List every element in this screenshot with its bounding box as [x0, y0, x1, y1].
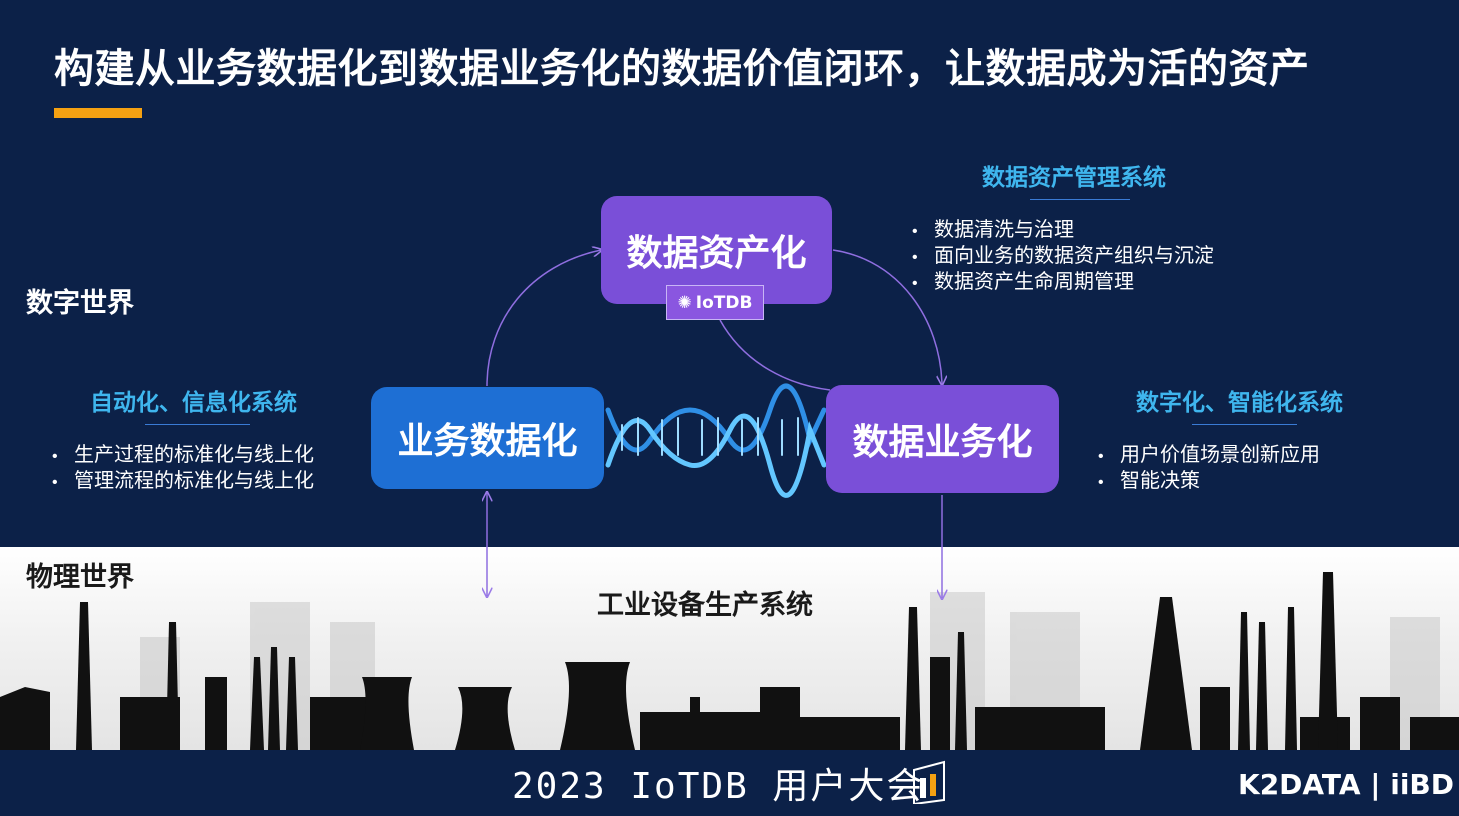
list-item: 数据资产生命周期管理	[912, 270, 1214, 296]
digital-world-label: 数字世界	[26, 288, 134, 318]
asset-system-list: 数据清洗与治理 面向业务的数据资产组织与沉淀 数据资产生命周期管理	[912, 218, 1214, 296]
automation-system-list: 生产过程的标准化与线上化 管理流程的标准化与线上化	[52, 443, 314, 495]
asset-system-rule	[1030, 199, 1130, 200]
arrow-asset-to-data	[832, 249, 942, 384]
business-datafication-node: 业务数据化	[371, 387, 604, 489]
physical-world-area	[0, 547, 1459, 750]
factory-system-label: 工业设备生产系统	[597, 590, 813, 620]
intelligent-system-rule	[1192, 424, 1297, 425]
iotdb-badge: ✺ IoTDB	[666, 285, 764, 320]
intelligent-system-list: 用户价值场景创新应用 智能决策	[1098, 443, 1320, 495]
list-item: 管理流程的标准化与线上化	[52, 469, 314, 495]
page-title: 构建从业务数据化到数据业务化的数据价值闭环，让数据成为活的资产	[54, 47, 1310, 91]
list-item: 智能决策	[1098, 469, 1320, 495]
list-item: 用户价值场景创新应用	[1098, 443, 1320, 469]
factory-skyline-icon	[0, 572, 1459, 750]
physical-world-label: 物理世界	[26, 562, 134, 592]
list-item: 数据清洗与治理	[912, 218, 1214, 244]
data-businessization-node: 数据业务化	[826, 385, 1059, 493]
iotdb-star-icon: ✺	[677, 292, 692, 313]
list-item: 生产过程的标准化与线上化	[52, 443, 314, 469]
title-accent-bar	[54, 108, 142, 118]
automation-system-rule	[145, 424, 250, 425]
event-logo-icon	[913, 760, 945, 804]
arrow-biz-to-asset	[486, 250, 601, 387]
intelligent-system-title: 数字化、智能化系统	[1136, 389, 1343, 415]
iotdb-badge-label: IoTDB	[695, 292, 753, 313]
event-title: 2023 IoTDB 用户大会	[512, 766, 925, 807]
automation-system-title: 自动化、信息化系统	[90, 389, 297, 415]
list-item: 面向业务的数据资产组织与沉淀	[912, 244, 1214, 270]
company-logo: K2DATA | iiBD	[1238, 768, 1455, 801]
footer-bar	[0, 750, 1459, 816]
asset-system-title: 数据资产管理系统	[982, 164, 1166, 190]
dna-helix-icon	[605, 383, 827, 498]
arrow-asset-inner	[719, 319, 831, 391]
